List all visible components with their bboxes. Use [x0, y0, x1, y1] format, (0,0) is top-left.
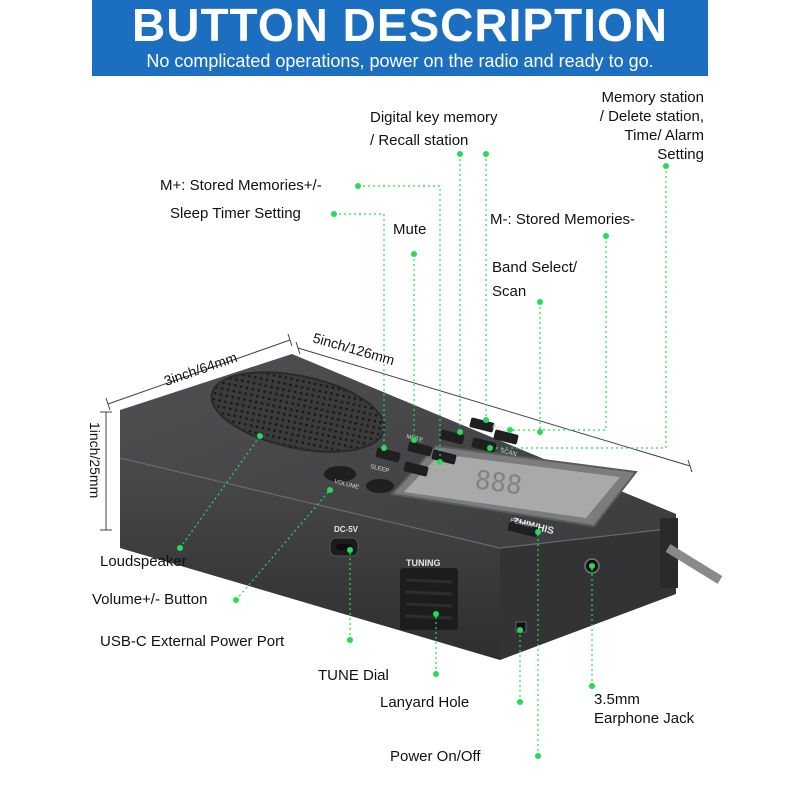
callout-dots [177, 151, 669, 759]
power-button[interactable] [507, 520, 539, 538]
button-cluster [324, 417, 539, 538]
header-banner: BUTTON DESCRIPTION No complicated operat… [92, 0, 708, 76]
banner-subtitle: No complicated operations, power on the … [146, 51, 654, 71]
volume-up-button[interactable] [324, 466, 356, 482]
sleep-button[interactable] [375, 447, 401, 463]
tune-dial-label: TUNE Dial [318, 667, 389, 684]
lcd-display: 888 [390, 444, 638, 528]
band-select-label: Band Select/ Scan [492, 259, 578, 300]
mute-button[interactable] [407, 441, 433, 457]
antenna-icon [665, 544, 723, 584]
scan-key-label: SCAN [500, 448, 518, 458]
height-dimension: 1inch/25mm [87, 422, 103, 498]
power-label: Power On/Off [390, 748, 481, 765]
sleep-key-label: SLEEP [370, 464, 390, 475]
earphone-jack-label: 3.5mm Earphone Jack [594, 691, 695, 727]
dc-port-label: DC-5V [334, 525, 359, 534]
volume-button-label: Volume+/- Button [92, 591, 208, 608]
banner-title: BUTTON DESCRIPTION [132, 0, 668, 51]
svg-text:888: 888 [473, 465, 524, 501]
digit-key-3[interactable] [431, 449, 457, 465]
band-button[interactable] [493, 429, 519, 445]
callout-lines [179, 154, 667, 756]
radio-right-face [500, 528, 676, 660]
mute-label: Mute [393, 221, 427, 238]
tune-dial[interactable] [400, 568, 458, 630]
digit-key-2[interactable] [469, 417, 495, 433]
lanyard-hole-label: Lanyard Hole [380, 694, 470, 711]
volume-down-button[interactable] [366, 479, 394, 493]
memory-plus-button[interactable] [403, 461, 429, 477]
memory-station-label: Memory station / Delete station, Time/ A… [599, 89, 704, 163]
power-key-label: POWER [510, 518, 534, 529]
digit-key-1[interactable] [439, 429, 465, 445]
digital-key-memory-label: Digital key memory / Recall station [370, 109, 498, 149]
band-key-label: BAND [492, 424, 510, 434]
usb-c-port-label: USB-C External Power Port [100, 633, 285, 650]
dimension-lines [100, 333, 693, 531]
volume-key-label: VOLUME [334, 479, 360, 491]
memory-minus-label: M-: Stored Memories- [490, 211, 636, 228]
memory-plus-label: M+: Stored Memories+/- [160, 177, 322, 194]
sleep-timer-label: Sleep Timer Setting [170, 205, 301, 222]
tuning-label: TUNING [406, 558, 441, 568]
loudspeaker-label: Loudspeaker [100, 553, 187, 570]
